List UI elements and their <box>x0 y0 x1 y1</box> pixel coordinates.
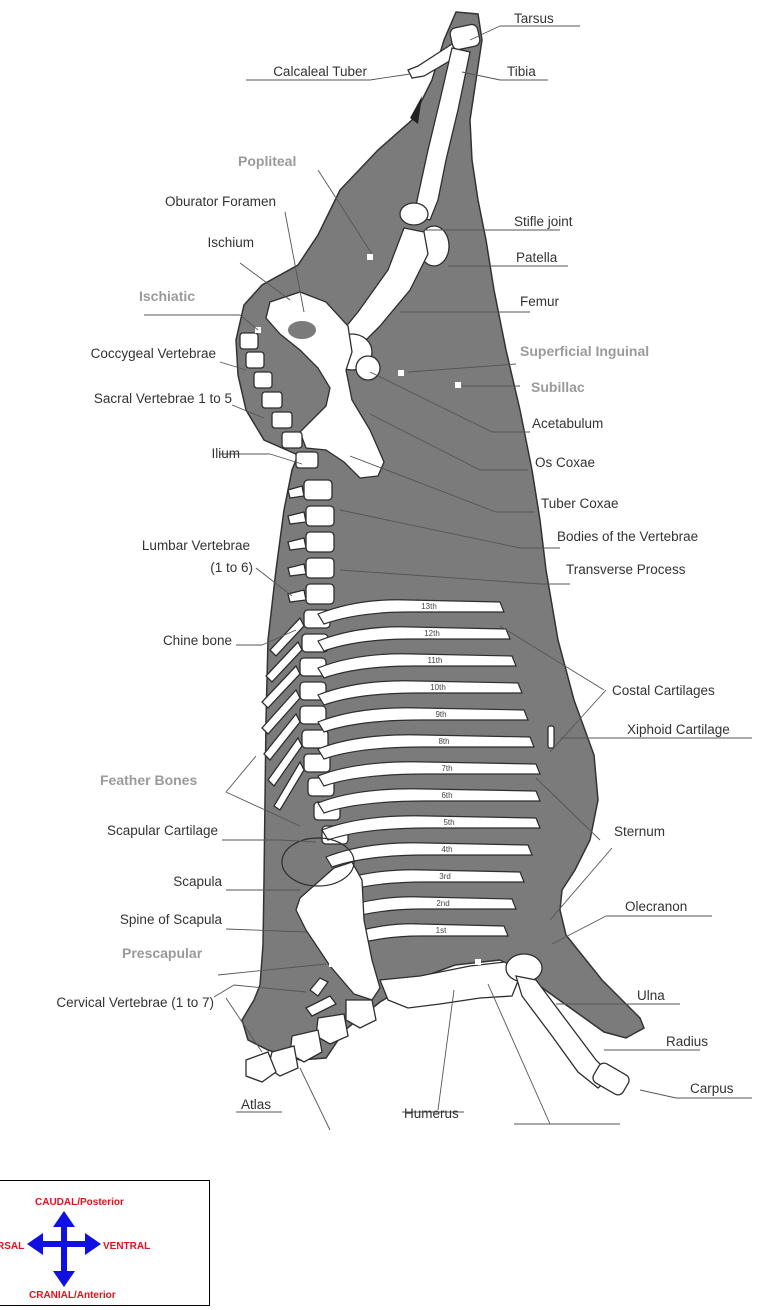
label-spine-of-scapula: Spine of Scapula <box>120 912 223 927</box>
label-ilium: Ilium <box>211 446 240 461</box>
label-cervical-vertebrae: Cervical Vertebrae (1 to 7) <box>56 995 214 1010</box>
popliteal-node-marker <box>367 254 373 260</box>
label-popliteal: Popliteal <box>238 153 296 169</box>
label-obturator-foramen: Oburator Foramen <box>165 194 276 209</box>
label-femur: Femur <box>520 294 560 309</box>
prescapular-node-marker <box>329 961 335 967</box>
label-bodies-of-vertebrae: Bodies of the Vertebrae <box>557 529 698 544</box>
label-lumbar-range: (1 to 6) <box>210 560 253 575</box>
label-ulna: Ulna <box>637 988 665 1003</box>
rib-label-4th: 4th <box>441 845 452 854</box>
rib-label-5th: 5th <box>443 818 454 827</box>
rib-label-12th: 12th <box>424 629 440 638</box>
label-lumbar-vertebrae: Lumbar Vertebrae <box>142 538 250 553</box>
label-sacral-vertebrae: Sacral Vertebrae 1 to 5 <box>94 391 232 406</box>
rib-label-8th: 8th <box>438 737 449 746</box>
humerus-node-marker <box>475 959 481 965</box>
label-scapular-cartilage: Scapular Cartilage <box>107 823 218 838</box>
label-sternum: Sternum <box>614 824 665 839</box>
obturator-foramen-hole <box>288 321 316 339</box>
xiphoid-cartilage-bone <box>548 726 554 748</box>
label-tibia: Tibia <box>507 64 536 79</box>
label-ischium: Ischium <box>207 235 254 250</box>
label-radius: Radius <box>666 1034 708 1049</box>
compass-dorsal-label: RSAL <box>0 1241 24 1252</box>
label-coccygeal-vertebrae: Coccygeal Vertebrae <box>91 346 216 361</box>
label-xiphoid-cartilage: Xiphoid Cartilage <box>627 722 730 737</box>
label-olecranon: Olecranon <box>625 899 687 914</box>
label-carpus: Carpus <box>690 1081 734 1096</box>
label-os-coxae: Os Coxae <box>535 455 595 470</box>
label-prescapular: Prescapular <box>122 945 203 961</box>
label-scapula: Scapula <box>173 874 222 889</box>
rib-label-10th: 10th <box>430 683 446 692</box>
label-patella: Patella <box>516 250 558 265</box>
label-costal-cartilages: Costal Cartilages <box>612 683 715 698</box>
label-feather-bones: Feather Bones <box>100 772 197 788</box>
label-stifle-joint: Stifle joint <box>514 214 573 229</box>
carcass-skeleton-diagram: 13th 12th 11th 10th 9th 8th 7th 6th 5th 4th 3rd 2nd… <box>0 0 763 1180</box>
label-acetabulum: Acetabulum <box>532 416 603 431</box>
rib-label-11th: 11th <box>428 656 443 665</box>
rib-label-9th: 9th <box>435 710 446 719</box>
label-subiliac: Subillac <box>531 379 585 395</box>
label-ischiatic: Ischiatic <box>139 288 195 304</box>
four-way-arrow-icon <box>27 1211 101 1287</box>
subiliac-node-marker <box>455 382 461 388</box>
compass-graphic: CAUDAL/Posterior RSAL VENTRAL CRANIAL/An… <box>0 1181 211 1307</box>
rib-label-1st: 1st <box>436 926 447 935</box>
compass-caudal-label: CAUDAL/Posterior <box>35 1197 124 1208</box>
label-calcaneal-tuber: Calcaleal Tuber <box>273 64 367 79</box>
stifle-joint-bone <box>400 203 428 225</box>
rib-label-2nd: 2nd <box>436 899 449 908</box>
rib-label-13th: 13th <box>421 602 437 611</box>
rib-label-6th: 6th <box>441 791 452 800</box>
acetabulum-bone <box>356 356 380 380</box>
label-chine-bone: Chine bone <box>163 633 232 648</box>
label-transverse-process: Transverse Process <box>566 562 686 577</box>
label-tarsus: Tarsus <box>514 11 554 26</box>
compass-cranial-label: CRANIAL/Anterior <box>29 1290 116 1301</box>
compass-ventral-label: VENTRAL <box>103 1241 150 1252</box>
orientation-compass: CAUDAL/Posterior RSAL VENTRAL CRANIAL/An… <box>0 1180 210 1306</box>
rib-label-3rd: 3rd <box>439 872 451 881</box>
label-atlas: Atlas <box>241 1097 271 1112</box>
superficial-inguinal-node-marker <box>398 370 404 376</box>
rib-label-7th: 7th <box>441 764 452 773</box>
label-humerus: Humerus <box>404 1106 459 1121</box>
label-superficial-inguinal: Superficial Inguinal <box>520 343 649 359</box>
label-tuber-coxae: Tuber Coxae <box>541 496 619 511</box>
